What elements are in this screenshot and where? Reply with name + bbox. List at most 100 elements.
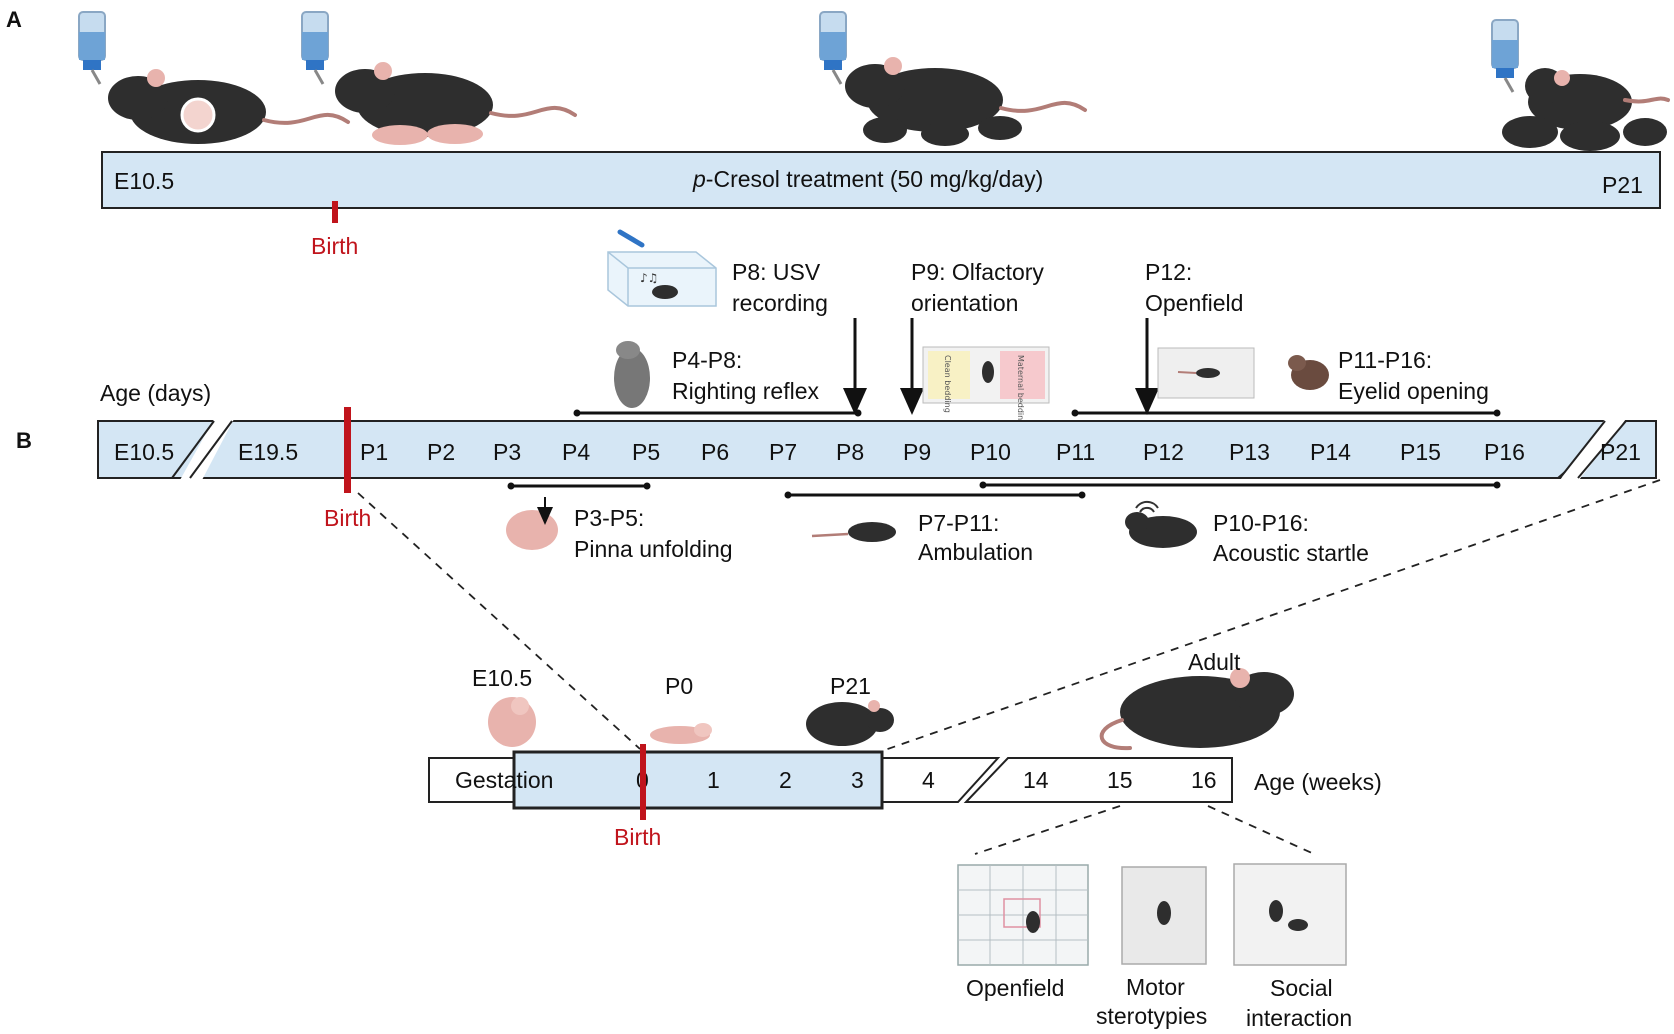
usv-label-2: recording	[732, 290, 828, 316]
day-label: P16	[1484, 439, 1525, 465]
mouse-group-icon	[1502, 68, 1670, 151]
treatment-text: -Cresol treatment (50 mg/kg/day)	[706, 166, 1043, 192]
zoom-line-left	[357, 492, 641, 750]
social-label-1: Social	[1270, 975, 1333, 1001]
motor-label-1: Motor	[1126, 974, 1185, 1000]
day-label: P12	[1143, 439, 1184, 465]
week-label: 16	[1191, 767, 1217, 793]
weeks-bar-right	[963, 757, 1233, 803]
eyelid-opening-icon	[1288, 355, 1329, 390]
motor-label-2: sterotypies	[1096, 1003, 1207, 1029]
day-tick-labels: E10.5 E19.5 P1 P2 P3 P4 P5 P6 P7 P8 P9 P…	[114, 439, 1641, 465]
righting-label-1: P4-P8:	[672, 347, 742, 373]
newborn-pup-icon	[650, 723, 712, 744]
bottle-icon	[1490, 18, 1520, 94]
startle-label-2: Acoustic startle	[1213, 540, 1369, 566]
adult-zoom-right	[1207, 805, 1315, 855]
day-label: P10	[970, 439, 1011, 465]
openfield-adult-icon	[957, 864, 1089, 966]
day-label: E10.5	[114, 439, 174, 465]
stage-p21: P21	[830, 673, 871, 699]
juvenile-mouse-icon	[806, 700, 894, 746]
day-label: P13	[1229, 439, 1270, 465]
ambulation-label-2: Ambulation	[918, 539, 1033, 565]
openfield-pup-label-2: Openfield	[1145, 290, 1243, 316]
adult-mouse-icon	[1099, 668, 1294, 751]
righting-label-2: Righting reflex	[672, 378, 820, 404]
acoustic-startle-icon	[1125, 501, 1197, 548]
openfield-adult-label: Openfield	[966, 975, 1064, 1001]
openfield-pup-icon	[1157, 347, 1255, 399]
bottle-icon	[300, 10, 330, 86]
ambulation-icon	[811, 522, 896, 542]
motor-stereotypies-icon	[1121, 866, 1207, 965]
day-label: P4	[562, 439, 590, 465]
treatment-bar	[101, 151, 1661, 209]
birth-label-b: Birth	[324, 505, 371, 531]
embryo-icon	[488, 697, 536, 747]
panel-a-label: A	[6, 7, 22, 32]
mother-with-pups-icon	[333, 60, 577, 145]
stage-e105: E10.5	[472, 665, 532, 691]
stage-p0: P0	[665, 673, 693, 699]
birth-marker-weeks	[640, 744, 646, 820]
eyelid-label-2: Eyelid opening	[1338, 378, 1489, 404]
bottle-icon	[77, 10, 107, 86]
pinna-label-1: P3-P5:	[574, 505, 644, 531]
day-label: P14	[1310, 439, 1351, 465]
treatment-italic: p	[692, 166, 706, 192]
adult-zoom-left	[974, 805, 1121, 855]
clean-bedding-label: Clean bedding	[943, 355, 952, 413]
pinna-label-2: Pinna unfolding	[574, 536, 733, 562]
age-weeks-label: Age (weeks)	[1254, 769, 1382, 795]
week-label: 15	[1107, 767, 1133, 793]
zoom-line-right	[881, 479, 1661, 752]
pregnant-mouse-icon	[106, 67, 350, 146]
day-label: P9	[903, 439, 931, 465]
birth-label-a: Birth	[311, 233, 358, 259]
day-label: P8	[836, 439, 864, 465]
day-label: P7	[769, 439, 797, 465]
righting-reflex-icon	[614, 341, 650, 408]
birth-label-weeks: Birth	[614, 824, 661, 850]
day-label: P15	[1400, 439, 1441, 465]
mother-with-juveniles-icon	[843, 55, 1087, 146]
week-label: 3	[851, 767, 864, 793]
day-label: P1	[360, 439, 388, 465]
olfactory-label-2: orientation	[911, 290, 1018, 316]
maternal-bedding-label: Maternal bedding	[1016, 355, 1025, 425]
day-label: E19.5	[238, 439, 298, 465]
olfactory-label-1: P9: Olfactory	[911, 259, 1044, 285]
treatment-start: E10.5	[114, 168, 174, 194]
gestation-label: Gestation	[455, 767, 553, 793]
olfactory-arena-icon: Clean bedding Maternal bedding	[922, 346, 1050, 425]
week-label: 4	[922, 767, 935, 793]
days-bar-segment-2	[184, 420, 1607, 479]
eyelid-label-1: P11-P16:	[1338, 347, 1432, 373]
openfield-pup-label-1: P12:	[1145, 259, 1192, 285]
age-days-label: Age (days)	[100, 380, 211, 406]
usv-label-1: P8: USV	[732, 259, 821, 285]
treatment-label: p-Cresol treatment (50 mg/kg/day)	[692, 166, 1043, 192]
day-label: P6	[701, 439, 729, 465]
ambulation-label-1: P7-P11:	[918, 510, 999, 536]
birth-marker-a	[332, 201, 338, 223]
pinna-unfolding-icon	[506, 497, 558, 550]
week-label: 2	[779, 767, 792, 793]
day-label: P11	[1056, 439, 1095, 465]
treatment-end: P21	[1602, 172, 1643, 198]
week-label: 1	[707, 767, 720, 793]
day-label: P5	[632, 439, 660, 465]
startle-label-1: P10-P16:	[1213, 510, 1309, 536]
day-label: P2	[427, 439, 455, 465]
weeks-treatment-window	[512, 750, 884, 810]
day-label: P21	[1600, 439, 1641, 465]
social-label-2: interaction	[1246, 1005, 1352, 1031]
week-label: 14	[1023, 767, 1049, 793]
usv-recording-box-icon: ♪♫	[607, 229, 717, 307]
social-interaction-icon	[1233, 863, 1347, 966]
day-label: P3	[493, 439, 521, 465]
panel-b-label: B	[16, 428, 32, 453]
stage-adult: Adult	[1188, 649, 1241, 675]
